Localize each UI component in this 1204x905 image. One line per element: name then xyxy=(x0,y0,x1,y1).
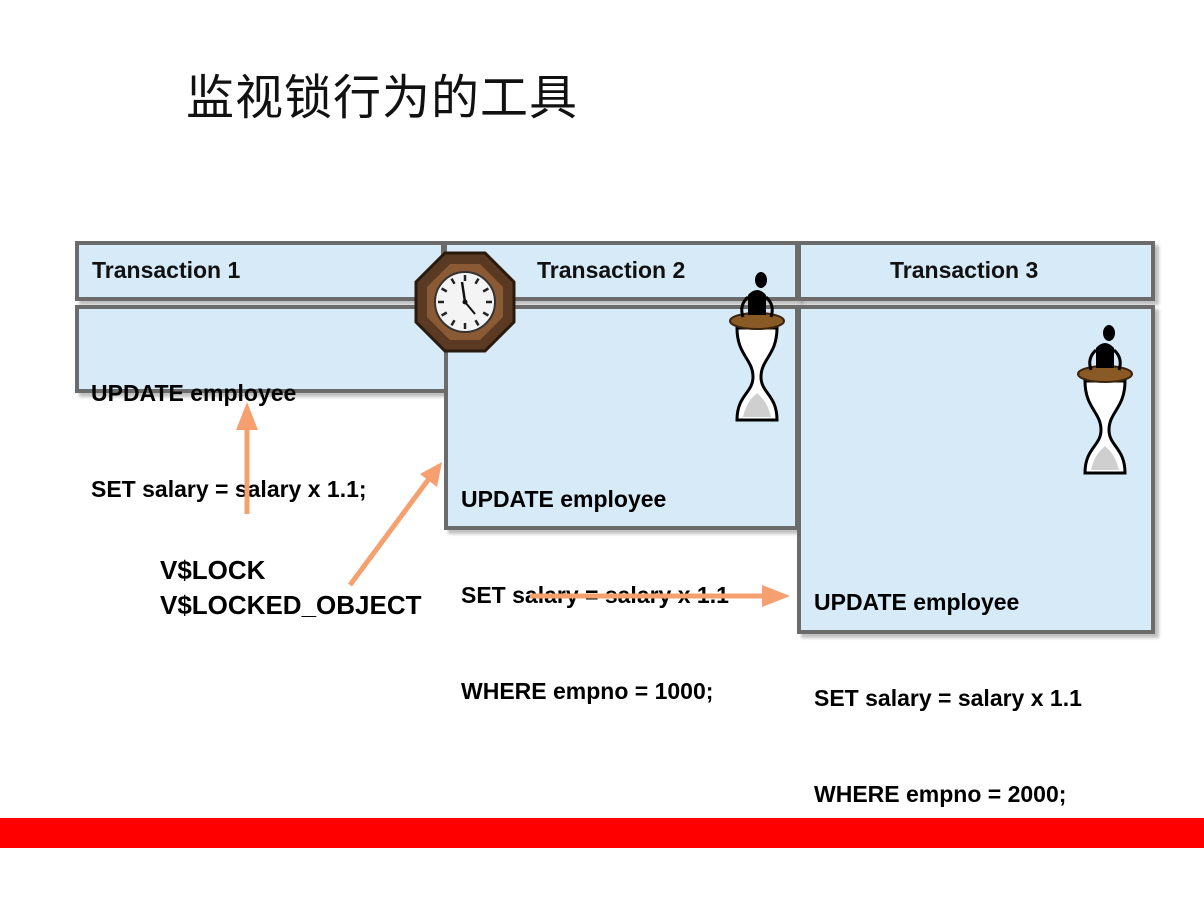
arrow-to-transaction-2 xyxy=(347,462,442,587)
transaction-2-code: UPDATE employee SET salary = salary x 1.… xyxy=(461,419,729,739)
hourglass-person-icon xyxy=(729,272,785,422)
arrow-to-transaction-3 xyxy=(530,585,790,607)
transaction-3-header: Transaction 3 xyxy=(890,257,1039,283)
hourglass-person-icon xyxy=(1077,325,1133,475)
transaction-1-body-box xyxy=(75,305,450,393)
footer-red-bar xyxy=(0,818,1204,848)
view-v-locked-object: V$LOCKED_OBJECT xyxy=(160,590,422,620)
code-line: SET salary = salary x 1.1 xyxy=(814,685,1082,711)
page-title: 监视锁行为的工具 xyxy=(186,70,579,126)
clock-icon xyxy=(414,251,516,353)
transaction-1-header-box xyxy=(75,241,445,301)
code-line: UPDATE employee xyxy=(91,380,297,406)
code-line: WHERE empno = 1000; xyxy=(461,678,714,704)
arrow-to-transaction-1 xyxy=(236,402,258,514)
view-v-lock: V$LOCK xyxy=(160,555,266,585)
code-line: WHERE empno = 2000; xyxy=(814,781,1067,807)
lock-views: V$LOCK V$LOCKED_OBJECT xyxy=(160,553,422,623)
code-line: UPDATE employee xyxy=(814,589,1020,615)
transaction-2-header: Transaction 2 xyxy=(537,257,686,283)
transaction-3-code: UPDATE employee SET salary = salary x 1.… xyxy=(814,522,1082,842)
transaction-3-header-box xyxy=(797,241,1155,301)
transaction-1-header: Transaction 1 xyxy=(92,257,241,283)
code-line: UPDATE employee xyxy=(461,486,667,512)
